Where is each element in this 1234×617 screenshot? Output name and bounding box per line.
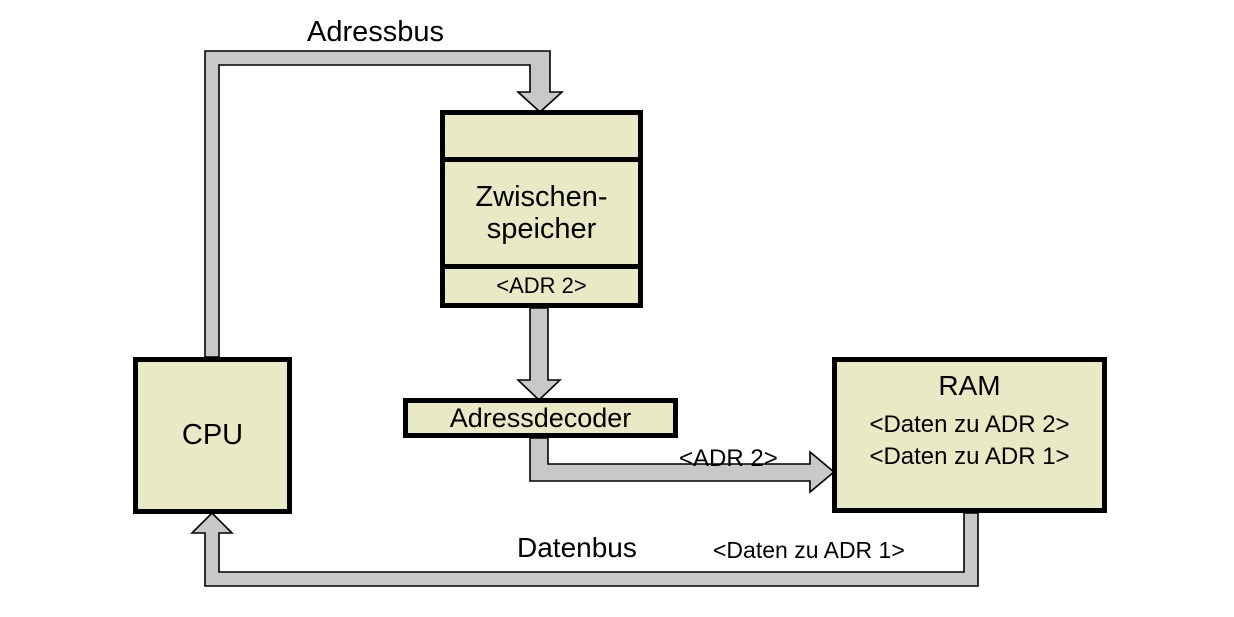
node-ram[interactable]: RAM <Daten zu ADR 2> <Daten zu ADR 1> — [832, 357, 1107, 513]
datenbus-payload-label: <Daten zu ADR 1> — [713, 537, 905, 563]
node-adressdecoder[interactable]: Adressdecoder — [403, 398, 678, 438]
zwischenspeicher-value: <ADR 2> — [445, 264, 638, 303]
zwischenspeicher-top-slot — [445, 115, 638, 157]
zwischenspeicher-name-line2: speicher — [486, 213, 597, 245]
adressdecoder-label: Adressdecoder — [449, 402, 632, 433]
zwischenspeicher-to-decoder-arrow — [516, 307, 562, 402]
adressbus-arrow — [204, 50, 565, 358]
ram-row: <Daten zu ADR 1> — [869, 442, 1070, 470]
decoder-to-ram-label: <ADR 2> — [679, 445, 778, 472]
node-cpu[interactable]: CPU — [133, 357, 292, 514]
zwischenspeicher-name-line1: Zwischen- — [475, 180, 608, 213]
cpu-label: CPU — [181, 419, 244, 452]
datenbus-label: Datenbus — [517, 532, 637, 563]
ram-row: <Daten zu ADR 2> — [869, 411, 1070, 439]
ram-content: RAM <Daten zu ADR 2> <Daten zu ADR 1> — [837, 362, 1102, 508]
node-zwischenspeicher[interactable]: Zwischen- speicher <ADR 2> — [440, 110, 643, 308]
datenbus-arrow — [190, 511, 979, 587]
ram-title: RAM — [938, 370, 1001, 401]
decoder-to-ram-arrow — [529, 437, 836, 494]
zwischenspeicher-name: Zwischen- speicher — [445, 157, 638, 264]
adressbus-label: Adressbus — [307, 16, 445, 48]
